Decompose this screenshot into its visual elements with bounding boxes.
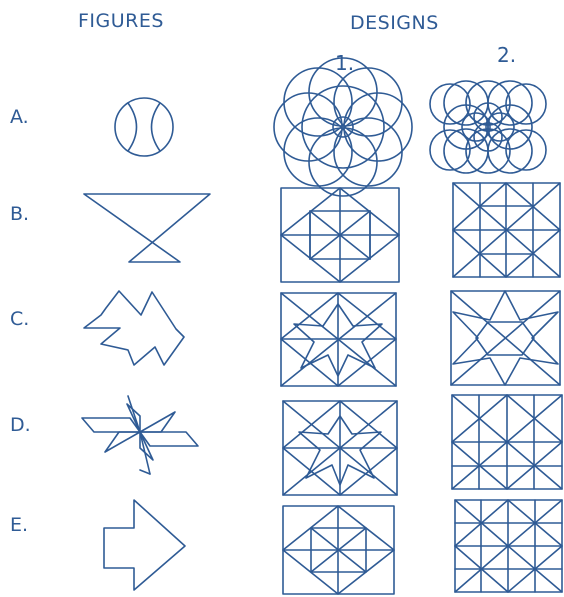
design-b2: [453, 183, 560, 277]
design-column-1-label: 1.: [335, 51, 354, 75]
figure-a-ball: [115, 98, 173, 156]
row-label-a: A.: [10, 106, 29, 128]
design-a2-circle-grid: [430, 81, 546, 173]
figure-c-four-point-shape: [84, 291, 184, 365]
row-label-d: D.: [10, 414, 31, 436]
design-column-2-label: 2.: [497, 43, 516, 67]
row-label-c: C.: [10, 308, 29, 330]
design-e1: [283, 506, 394, 594]
row-label-b: B.: [10, 203, 29, 225]
figure-e-arrow: [104, 500, 185, 590]
design-b1: [281, 188, 399, 282]
design-a1-rosette: [274, 58, 412, 196]
row-label-e: E.: [10, 514, 28, 536]
design-d1: [283, 401, 397, 495]
figures-heading: FIGURES: [78, 10, 164, 32]
design-c1: [281, 293, 396, 386]
designs-heading: DESIGNS: [350, 12, 439, 34]
figure-d-pinwheel: [82, 396, 198, 474]
design-d2: [452, 395, 562, 489]
design-e2: [455, 500, 562, 592]
figure-b-hourglass: [84, 194, 210, 262]
design-c2: [451, 291, 560, 385]
